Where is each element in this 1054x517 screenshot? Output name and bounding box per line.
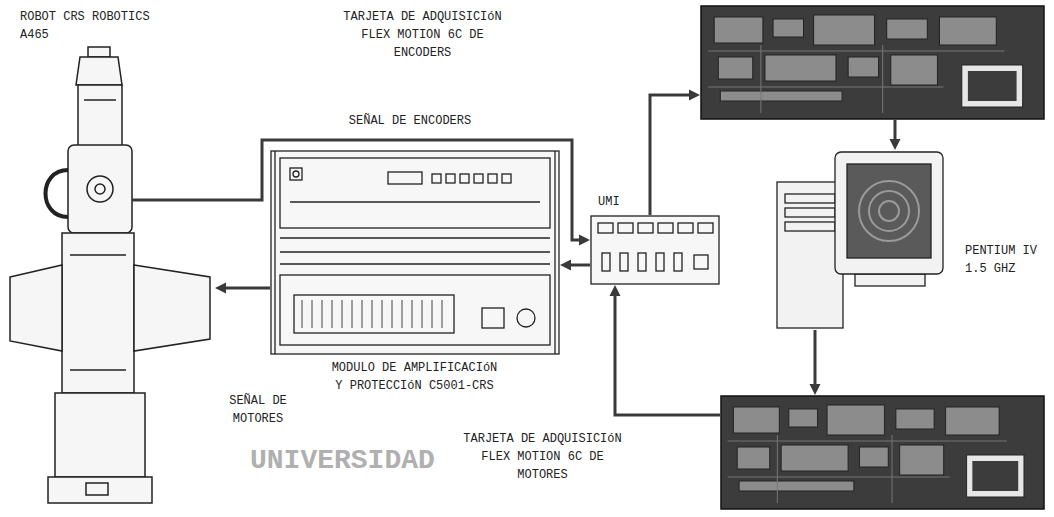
card-title: TARJETA DE ADQUISICIóN FLEX MOTION 6C DE… bbox=[335, 8, 510, 62]
computer-illustration bbox=[775, 150, 945, 330]
connector-line bbox=[569, 264, 590, 267]
connector-line bbox=[814, 330, 817, 386]
umi-box bbox=[590, 215, 720, 285]
signal-label: SEÑAL DE MOTORES bbox=[220, 392, 296, 428]
amplifier-module: MODULO DE AMPLIFICACIóN Y PROTECCIóN C50… bbox=[270, 150, 560, 397]
connector-line bbox=[650, 95, 691, 215]
robot-illustration bbox=[10, 5, 215, 510]
pcb-card bbox=[700, 5, 1045, 120]
arrow-head bbox=[810, 384, 821, 395]
signal-connector bbox=[650, 90, 700, 216]
signal-connector bbox=[890, 120, 901, 150]
computer-node: PENTIUM IV 1.5 GHZ bbox=[775, 150, 945, 330]
amplifier-rack bbox=[270, 150, 560, 355]
signal-label: SEÑAL DE ENCODERS bbox=[340, 112, 480, 130]
signal-connector bbox=[610, 285, 721, 415]
connector-line bbox=[894, 120, 897, 141]
card-title: TARJETA DE ADQUISICIóN FLEX MOTION 6C DE… bbox=[455, 430, 630, 484]
signal-connector bbox=[560, 260, 590, 271]
robot-node: ROBOT CRS ROBOTICS A465 bbox=[10, 5, 215, 510]
pcb-card bbox=[720, 395, 1045, 510]
encoder-card: TARJETA DE ADQUISICIóN FLEX MOTION 6C DE… bbox=[700, 5, 1045, 120]
arrow-head bbox=[610, 285, 621, 296]
umi-title: UMI bbox=[598, 193, 658, 211]
watermark-text: UNIVERSIDAD bbox=[250, 446, 435, 477]
connector-line bbox=[224, 287, 270, 290]
arrow-head bbox=[215, 283, 226, 294]
connector-line bbox=[615, 294, 720, 415]
computer-title: PENTIUM IV 1.5 GHZ bbox=[965, 242, 1045, 278]
module-title: MODULO DE AMPLIFICACIóN Y PROTECCIóN C50… bbox=[327, 359, 502, 395]
arrow-head bbox=[560, 260, 571, 271]
arrow-head bbox=[890, 139, 901, 150]
robot-title: ROBOT CRS ROBOTICS A465 bbox=[20, 8, 160, 44]
signal-connector bbox=[810, 330, 821, 395]
signal-connector bbox=[215, 283, 270, 294]
arrow-head bbox=[689, 90, 700, 101]
arrow-head bbox=[579, 235, 590, 246]
motor-card: TARJETA DE ADQUISICIóN FLEX MOTION 6C DE… bbox=[720, 395, 1045, 510]
umi-node: UMI bbox=[590, 215, 720, 285]
